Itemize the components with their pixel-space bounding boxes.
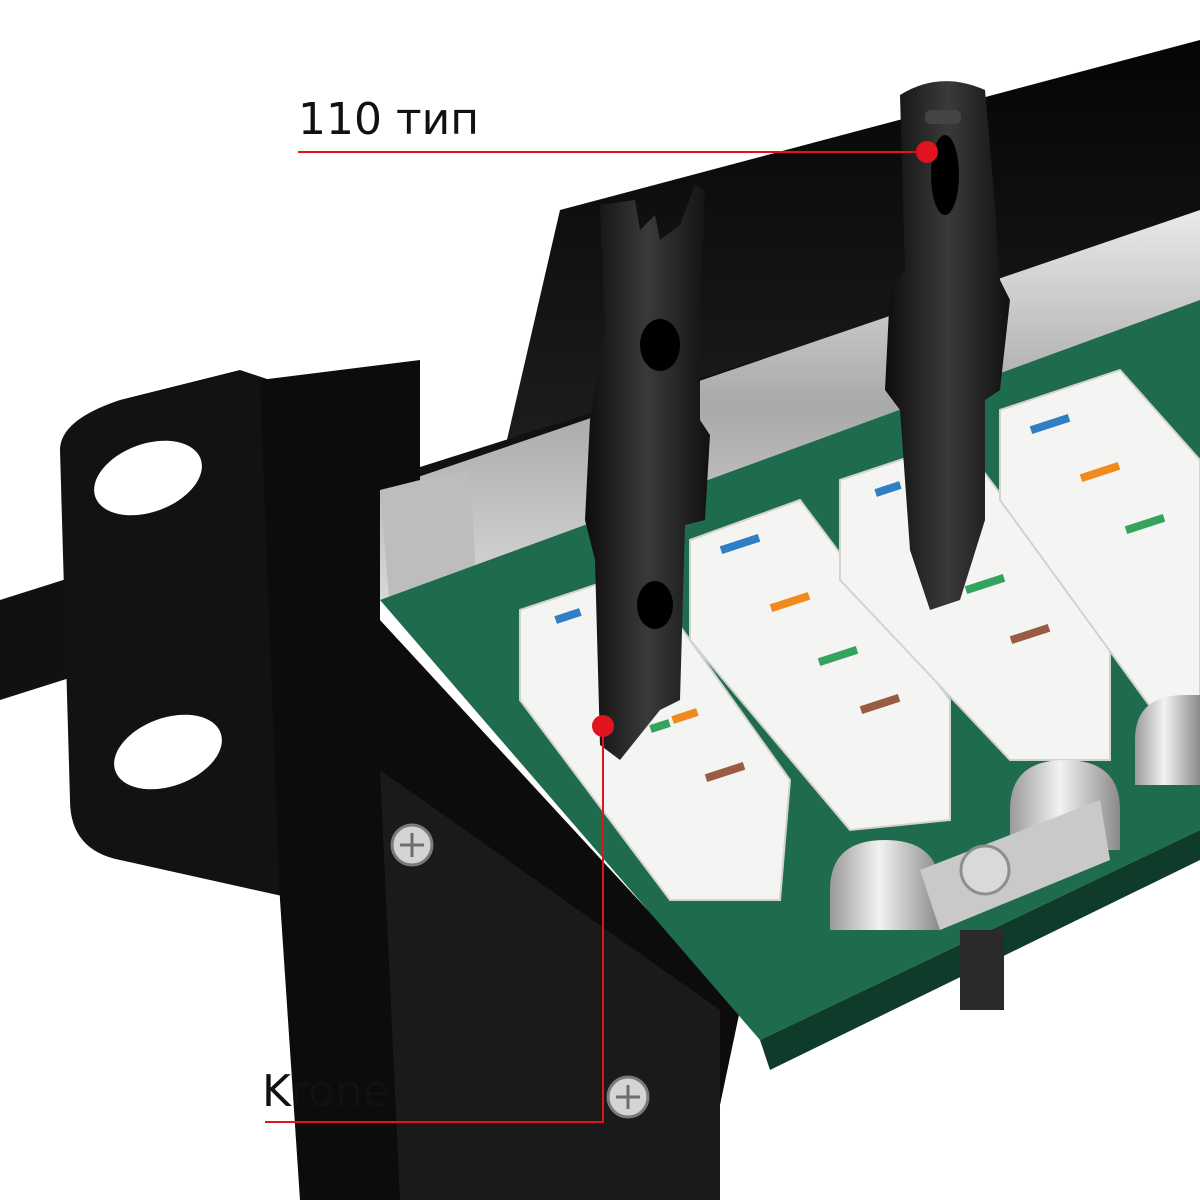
rack-ear-hole-upper [94,440,202,516]
clamp-screw [959,844,1011,896]
callout-dot-110 [916,141,938,163]
tool-110 [885,81,1010,611]
callout-line-krone [265,726,604,1123]
callout-label-krone: Krone [262,1066,390,1117]
idc-module [999,368,1200,721]
callout-label-110: 110 тип [298,94,479,145]
contact-color-markers [554,414,1166,782]
cable-clamp [1135,695,1200,785]
cable-clamp [830,840,940,930]
rack-ear-hole-lower [114,714,222,790]
cable-clamps [830,695,1200,1010]
callout-lines [265,151,927,1123]
callout-dot-krone [592,715,614,737]
krone-tool [585,185,710,760]
clamp-plate [920,800,1110,930]
